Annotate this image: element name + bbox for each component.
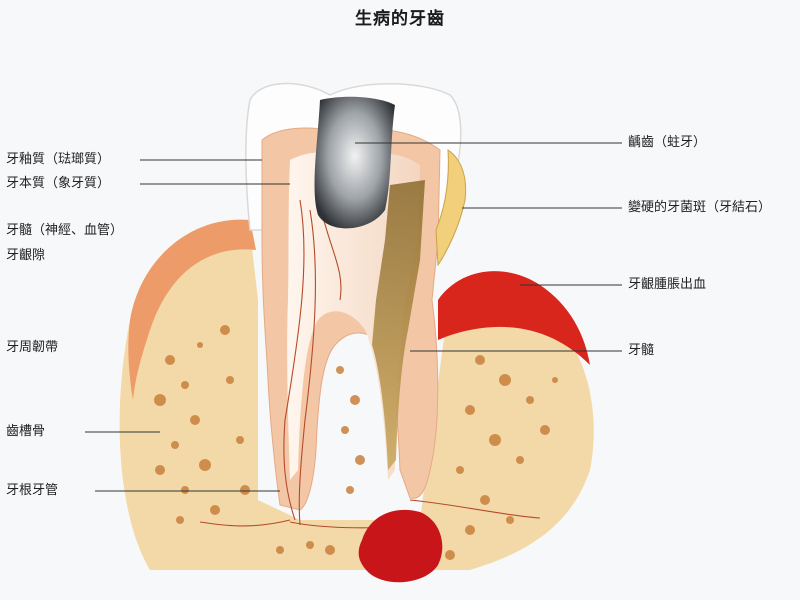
bone-texture (154, 325, 558, 560)
diagram-title: 生病的牙齒 (355, 9, 445, 29)
cavity-decay (314, 96, 395, 229)
label-gum-bleeding: 牙齦腫脹出血 (628, 277, 707, 292)
label-root-canal: 牙根牙管 (6, 483, 59, 498)
label-enamel: 牙釉質（琺瑯質） (6, 152, 111, 167)
label-pulp: 牙髓 (628, 343, 655, 358)
infected-pulp (372, 180, 425, 470)
gum-inflamed (438, 271, 590, 365)
label-dentin: 牙本質（象牙質） (6, 176, 111, 191)
leader-lines (85, 142, 622, 492)
label-pulp-nerve: 牙髓（神經、血管） (6, 223, 124, 238)
label-alveolar-bone: 齒槽骨 (6, 424, 46, 439)
tartar (435, 149, 467, 267)
gum-left (128, 219, 256, 400)
label-caries: 齲齒（蛀牙） (628, 135, 707, 150)
label-periodontal-ligament: 牙周韌帶 (6, 340, 59, 355)
abscess (358, 509, 443, 583)
label-tartar: 變硬的牙菌斑（牙結石） (628, 200, 772, 215)
label-gingival-sulcus: 牙齦隙 (6, 248, 46, 263)
